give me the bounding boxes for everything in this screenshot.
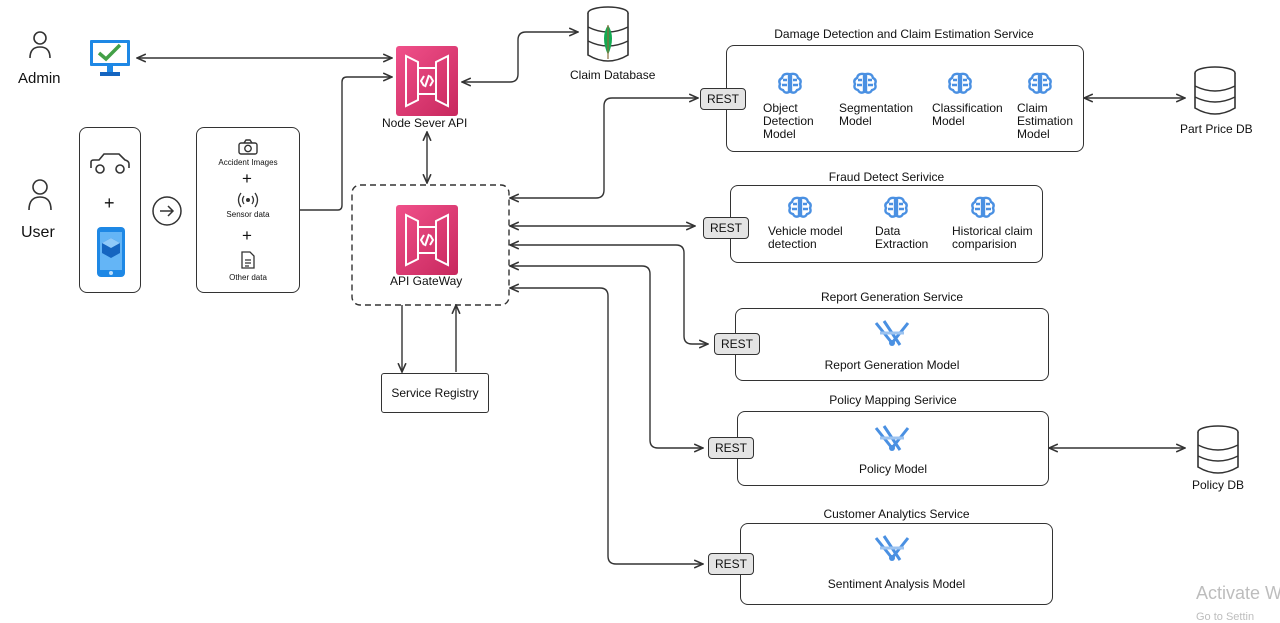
vertex-ai-icon	[874, 532, 910, 569]
policy-service-title: Policy Mapping Serivice	[829, 393, 957, 407]
mobile-app-icon	[96, 226, 126, 283]
user-devices-box: +	[79, 127, 141, 293]
customer-rest-badge: REST	[708, 553, 754, 575]
api-gateway-aws-icon	[396, 205, 458, 275]
claim-database-label: Claim Database	[570, 68, 656, 82]
accident-images-label: Accident Images	[218, 158, 278, 167]
damage-service-title: Damage Detection and Claim Estimation Se…	[774, 27, 1034, 41]
fraud-service-box	[730, 185, 1043, 263]
plus-sign: +	[242, 169, 252, 188]
report-rest-badge: REST	[714, 333, 760, 355]
model-label: Classification Model	[932, 101, 1003, 128]
brain-icon	[971, 196, 995, 223]
plus-sign: +	[242, 226, 252, 245]
customer-service-title: Customer Analytics Service	[823, 507, 970, 521]
policy-db-label: Policy DB	[1192, 478, 1245, 492]
sensor-icon	[237, 192, 259, 213]
node-server-label: Node Sever API	[382, 116, 468, 130]
model-label: Object Detection Model	[763, 101, 814, 141]
edge-gateway-policy	[510, 266, 703, 448]
monitor-check-icon	[88, 38, 132, 83]
customer-service-box	[740, 523, 1053, 605]
user-label: User	[21, 224, 55, 241]
document-icon	[241, 251, 255, 274]
model-label: Data Extraction	[875, 224, 929, 251]
car-icon	[89, 152, 131, 181]
customer-model-label: Sentiment Analysis Model	[827, 577, 966, 591]
model-label: Segmentation Model	[839, 101, 914, 128]
activate-watermark-sub: Go to Settin	[1196, 611, 1255, 623]
claim-database-mongo-icon	[586, 5, 630, 68]
activate-watermark: Activate W	[1196, 583, 1280, 603]
node-server-aws-icon	[396, 46, 458, 116]
edge-node-claimdb	[462, 32, 578, 82]
service-registry-label: Service Registry	[391, 386, 479, 400]
damage-service-box	[726, 45, 1084, 152]
user-person-icon	[27, 178, 53, 217]
brain-icon	[853, 72, 877, 99]
model-label: Vehicle model detection	[768, 224, 843, 251]
brain-icon	[778, 72, 802, 99]
sensor-data-label: Sensor data	[226, 210, 270, 219]
policy-model-label: Policy Model	[858, 462, 928, 476]
other-data-label: Other data	[229, 273, 267, 282]
brain-icon	[948, 72, 972, 99]
api-gateway-label: API GateWay	[390, 274, 463, 288]
fraud-rest-badge: REST	[703, 217, 749, 239]
edge-gateway-damage	[510, 98, 698, 198]
policy-rest-badge: REST	[708, 437, 754, 459]
part-price-db-icon	[1193, 66, 1237, 121]
camera-icon	[238, 139, 258, 160]
arrow-right-circle-icon	[151, 195, 183, 232]
plus-sign: +	[104, 193, 115, 213]
report-model-label: Report Generation Model	[824, 358, 960, 372]
inputs-box: Accident Images + Sensor data + Other da…	[196, 127, 300, 293]
edge-inputs-node	[300, 77, 392, 211]
vertex-ai-icon	[874, 422, 910, 459]
policy-db-icon	[1196, 425, 1240, 480]
gateway-dashed-box	[351, 184, 510, 306]
fraud-service-title: Fraud Detect Serivice	[828, 170, 945, 184]
admin-person-icon	[28, 30, 52, 65]
edge-gateway-report	[510, 245, 708, 344]
report-service-title: Report Generation Service	[820, 290, 964, 304]
report-service-box	[735, 308, 1049, 381]
damage-rest-badge: REST	[700, 88, 746, 110]
brain-icon	[788, 196, 812, 223]
vertex-ai-icon	[874, 317, 910, 354]
admin-label: Admin	[18, 70, 61, 87]
model-label: Historical claim comparision	[952, 224, 1033, 251]
edge-gateway-customer	[510, 288, 703, 564]
part-price-db-label: Part Price DB	[1180, 122, 1253, 136]
model-label: Claim Estimation Model	[1017, 101, 1074, 141]
service-registry-box: Service Registry	[381, 373, 489, 413]
brain-icon	[884, 196, 908, 223]
brain-icon	[1028, 72, 1052, 99]
